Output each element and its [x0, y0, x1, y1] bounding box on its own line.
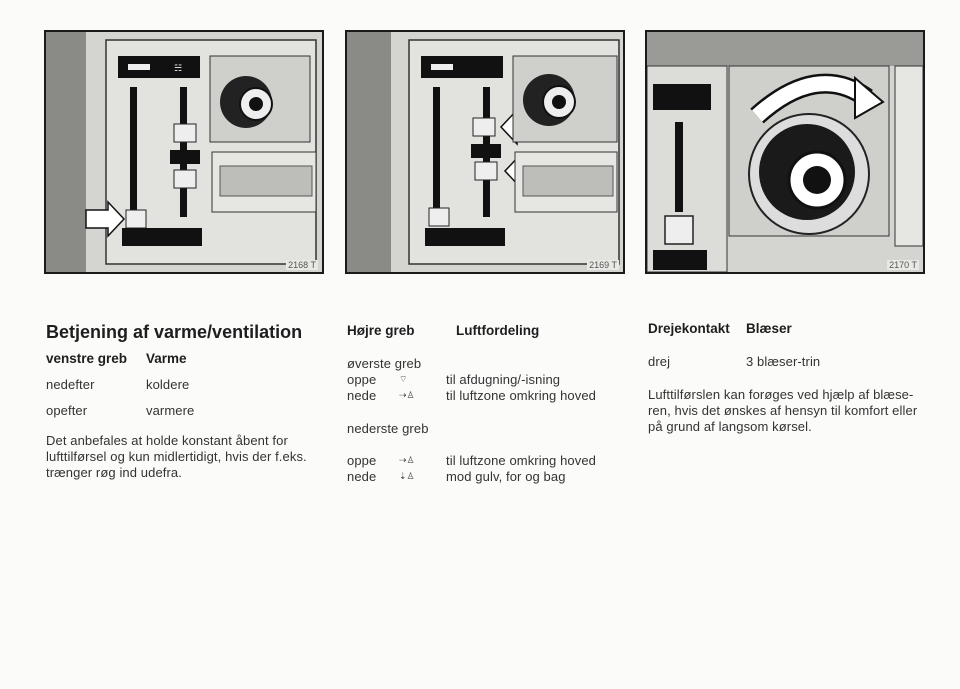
note-line: lufttilførsel og kun midlertidigt, hvis …	[46, 449, 307, 464]
figure-left-lever: ☵ 2168 T	[44, 30, 324, 274]
control-panel-illustration	[347, 32, 623, 272]
column-header: venstre greb	[46, 351, 128, 366]
note-line: Lufttilførslen kan forøges ved hjælp af …	[648, 387, 914, 402]
figure-number: 2169 T	[587, 260, 619, 270]
figure-blower-knob: 2170 T	[645, 30, 925, 274]
position-label: drej	[648, 354, 671, 369]
section-title: Betjening af varme/ventilation	[46, 322, 303, 342]
group-label: øverste greb	[347, 356, 422, 371]
position-label: nedefter	[46, 377, 95, 392]
note-line: på grund af langsom kørsel.	[648, 419, 812, 434]
blower-knob-illustration	[647, 32, 923, 272]
floor-airflow-icon: ⇣♙	[399, 471, 415, 481]
note-line: trænger røg ind udefra.	[46, 465, 182, 480]
figure-number: 2170 T	[887, 260, 919, 270]
position-label: opefter	[46, 403, 88, 418]
effect-label: koldere	[146, 377, 190, 392]
svg-text:☵: ☵	[174, 64, 182, 74]
effect-label: til afdugning/-isning	[446, 372, 561, 387]
position-label: nede	[347, 469, 377, 484]
group-label: nederste greb	[347, 421, 429, 436]
column-header: Blæser	[746, 321, 792, 336]
figure-number: 2168 T	[286, 260, 318, 270]
head-airflow-icon: ⇢♙	[399, 455, 415, 465]
defrost-icon: ⌔	[399, 374, 408, 384]
column-header: Drejekontakt	[648, 321, 730, 336]
effect-label: til luftzone omkring hoved	[446, 388, 597, 403]
head-airflow-icon: ⇢♙	[399, 390, 415, 400]
control-panel-illustration: ☵	[46, 32, 322, 272]
position-label: nede	[347, 388, 377, 403]
effect-label: mod gulv, for og bag	[446, 469, 566, 484]
column-header: Højre greb	[347, 323, 415, 338]
effect-label: 3 blæser-trin	[746, 354, 821, 369]
figure-right-lever: 2169 T	[345, 30, 625, 274]
effect-label: varmere	[146, 403, 195, 418]
position-label: oppe	[347, 453, 377, 468]
note-line: ren, hvis det ønskes af hensyn til komfo…	[648, 403, 918, 418]
column-header: Varme	[146, 351, 187, 366]
column-header: Luftfordeling	[456, 323, 540, 338]
position-label: oppe	[347, 372, 377, 387]
note-line: Det anbefales at holde konstant åbent fo…	[46, 433, 288, 448]
effect-label: til luftzone omkring hoved	[446, 453, 597, 468]
